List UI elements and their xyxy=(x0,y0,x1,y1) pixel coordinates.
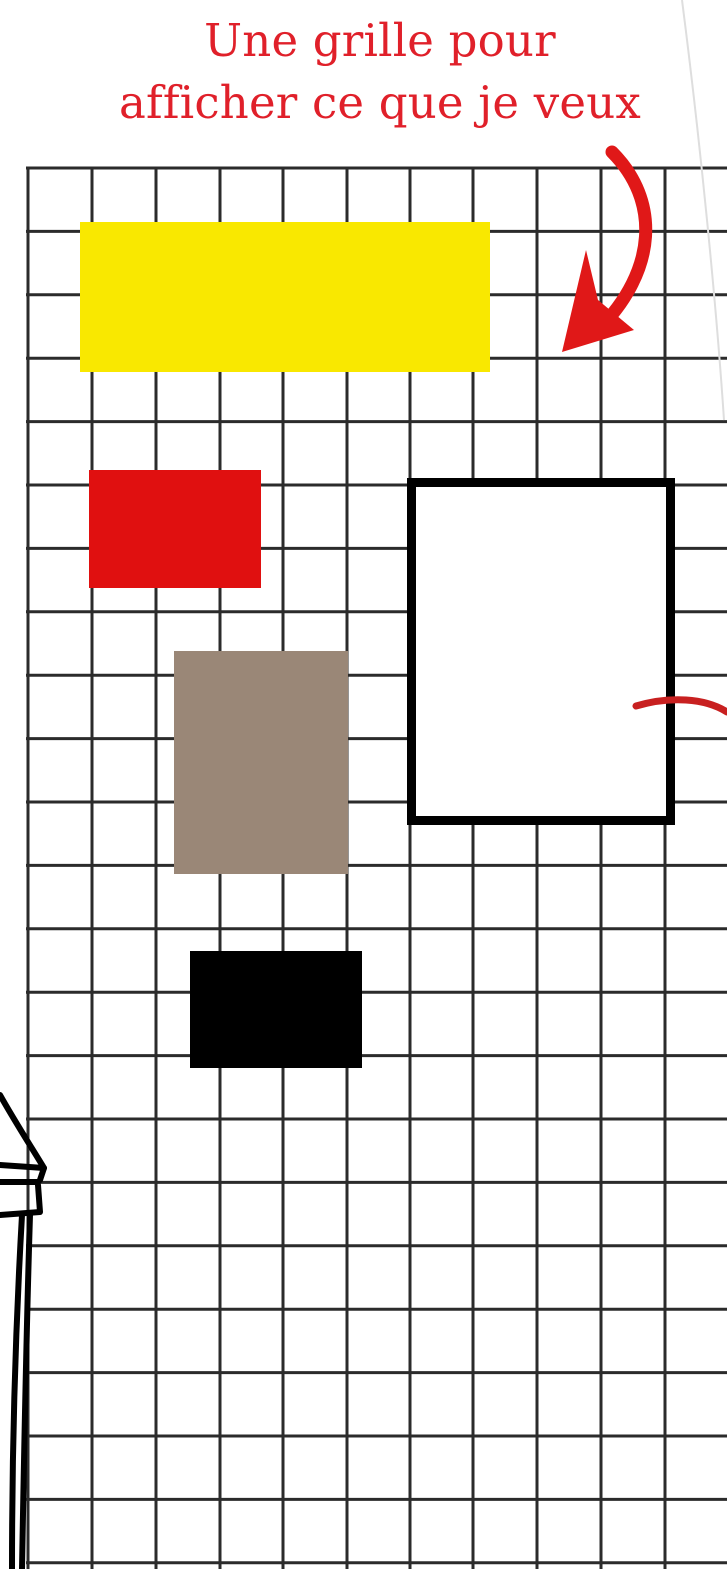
page-edge-line xyxy=(682,0,724,420)
red-hook-stroke xyxy=(636,700,727,712)
pencil-sketch-icon xyxy=(0,1095,44,1569)
curved-arrow-icon xyxy=(562,152,646,352)
